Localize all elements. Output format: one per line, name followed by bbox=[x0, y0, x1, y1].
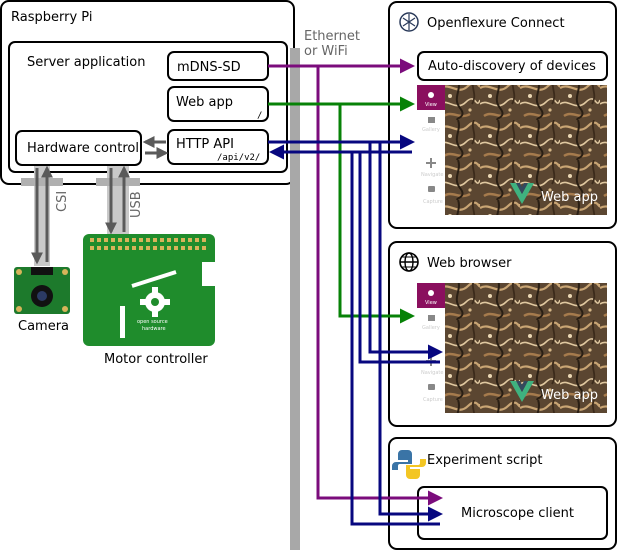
vue-logo-icon bbox=[510, 183, 534, 204]
web-browser-title: Web browser bbox=[427, 256, 512, 271]
csi-label: CSI bbox=[55, 191, 70, 212]
hardware-control-box bbox=[15, 130, 142, 166]
sidebar-view: View bbox=[425, 300, 437, 306]
api-to-browser-arrow bbox=[368, 142, 443, 360]
sidebar-capture: Capture bbox=[423, 199, 443, 205]
view-eye-icon bbox=[428, 92, 434, 98]
vue-logo-icon bbox=[510, 381, 534, 402]
sidebar-navigate: Navigate bbox=[421, 370, 443, 376]
python-logo-icon bbox=[392, 450, 426, 479]
auto-discovery-box bbox=[417, 51, 608, 81]
csi-band bbox=[21, 178, 63, 186]
microscope-client-label: Microscope client bbox=[461, 506, 574, 521]
usb-band bbox=[96, 178, 140, 186]
hardware-control-label: Hardware control bbox=[27, 141, 139, 156]
sidebar-gallery: Gallery bbox=[422, 325, 440, 331]
camera-illustration bbox=[14, 267, 70, 314]
auto-discovery-label: Auto-discovery of devices bbox=[428, 59, 596, 74]
view-eye-icon bbox=[428, 290, 434, 296]
globe-icon bbox=[399, 252, 419, 272]
browser-web-app-label: Web app bbox=[541, 388, 598, 403]
experiment-script-title: Experiment script bbox=[427, 453, 542, 468]
http-api-path: /api/v2/ bbox=[217, 153, 260, 163]
usb-label: USB bbox=[129, 191, 144, 218]
ethernet-label-line1: Ethernet bbox=[304, 29, 360, 44]
api-to-client-arrow bbox=[378, 142, 443, 522]
web-app-path: / bbox=[257, 111, 262, 121]
ethernet-label-line2: or WiFi bbox=[304, 44, 348, 59]
openflexure-logo-icon bbox=[399, 12, 419, 32]
motor-controller-illustration: open source hardware bbox=[83, 234, 216, 346]
openflexure-connect-title: Openflexure Connect bbox=[427, 16, 565, 31]
server-application-label: Server application bbox=[27, 55, 145, 70]
motor-board-text-line2: hardware bbox=[142, 326, 166, 332]
connect-web-app-label: Web app bbox=[541, 190, 598, 205]
navigate-icon bbox=[426, 158, 436, 168]
sidebar-navigate: Navigate bbox=[421, 172, 443, 178]
connect-app-screenshot: View Gallery Navigate Capture Web app bbox=[417, 85, 607, 215]
browser-app-screenshot: View Gallery Navigate Capture Web app bbox=[417, 283, 607, 413]
motor-controller-label: Motor controller bbox=[104, 352, 208, 367]
http-api-label: HTTP API bbox=[176, 137, 234, 152]
web-app-label: Web app bbox=[176, 95, 233, 110]
capture-icon bbox=[428, 384, 435, 390]
sidebar-capture: Capture bbox=[423, 397, 443, 403]
gallery-icon bbox=[428, 117, 435, 123]
capture-icon bbox=[428, 186, 435, 192]
gallery-icon bbox=[428, 315, 435, 321]
browser-to-api-arrow bbox=[358, 152, 440, 364]
client-to-api-arrow bbox=[350, 152, 440, 526]
sidebar-gallery: Gallery bbox=[422, 127, 440, 133]
camera-label: Camera bbox=[18, 319, 69, 334]
raspberry-pi-title: Raspberry Pi bbox=[11, 10, 92, 25]
sidebar-view: View bbox=[425, 102, 437, 108]
ethernet-bus bbox=[290, 48, 300, 550]
mdns-label: mDNS-SD bbox=[177, 60, 241, 75]
webapp-to-browser-arrow bbox=[338, 104, 415, 324]
motor-board-text-line1: open source bbox=[137, 319, 168, 325]
mdns-to-client-arrow bbox=[316, 66, 443, 506]
